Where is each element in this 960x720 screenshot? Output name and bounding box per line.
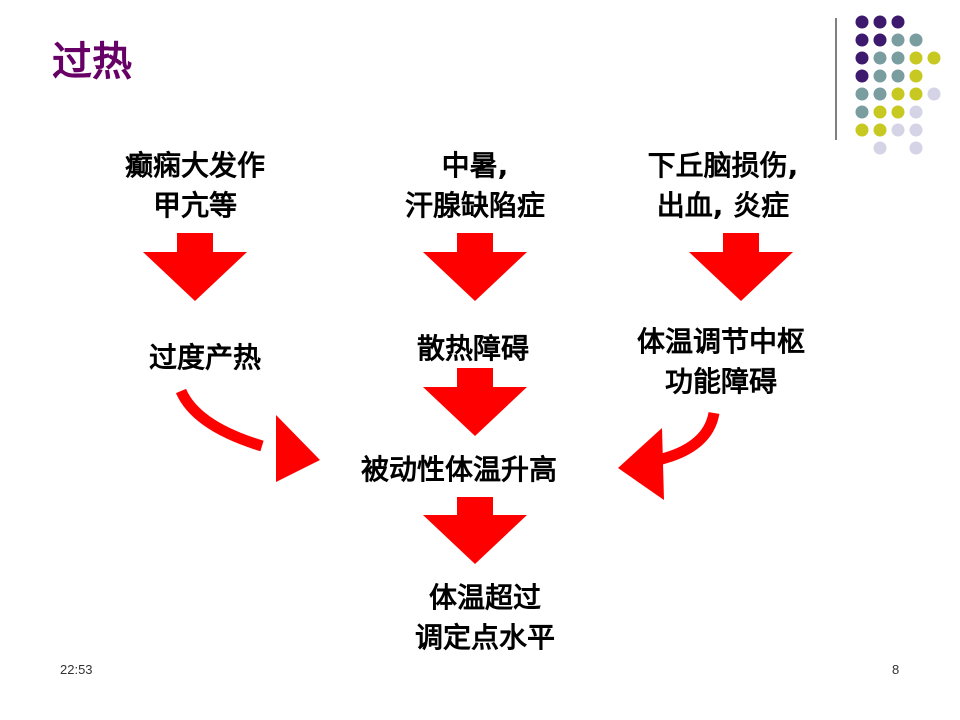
curved-arrow-left	[175, 388, 320, 482]
result-label: 被动性体温升高	[346, 450, 572, 490]
mechanism-center-line1: 散热障碍	[416, 332, 529, 365]
dot	[873, 51, 887, 65]
dot	[873, 87, 887, 101]
dot	[927, 51, 941, 65]
dot	[891, 69, 905, 83]
cause-right: 下丘脑损伤, 出血, 炎症	[628, 146, 818, 226]
slide-title: 过热	[52, 39, 132, 85]
dot	[855, 51, 869, 65]
dot	[873, 15, 887, 29]
cause-right-line2: 出血, 炎症	[656, 189, 790, 222]
dot	[909, 123, 923, 137]
outcome-line1: 体温超过	[428, 581, 541, 614]
dot	[873, 69, 887, 83]
dot	[909, 87, 923, 101]
dot	[891, 87, 905, 101]
dot	[855, 105, 869, 119]
dot	[891, 51, 905, 65]
dot	[909, 141, 923, 155]
dot	[855, 69, 869, 83]
cause-right-line1: 下丘脑损伤,	[647, 149, 799, 182]
mechanism-center: 散热障碍	[398, 329, 548, 369]
arrow-down-center	[423, 233, 527, 301]
dot	[873, 123, 887, 137]
dot	[909, 69, 923, 83]
dot	[927, 87, 941, 101]
mechanism-left: 过度产热	[130, 338, 280, 378]
dot	[873, 33, 887, 47]
cause-center-line2: 汗腺缺陷症	[404, 189, 545, 222]
decorative-dot-grid	[855, 15, 941, 155]
dot	[891, 123, 905, 137]
dot	[891, 105, 905, 119]
dot	[909, 105, 923, 119]
mechanism-right: 体温调节中枢 功能障碍	[618, 322, 824, 402]
footer-time: 22:53	[60, 662, 93, 677]
outcome-line2: 调定点水平	[414, 621, 555, 654]
arrow-down-center-2	[423, 368, 527, 436]
dot	[891, 33, 905, 47]
dot	[855, 123, 869, 137]
mechanism-left-line1: 过度产热	[148, 341, 261, 374]
dot	[909, 51, 923, 65]
dot	[855, 87, 869, 101]
dot	[873, 105, 887, 119]
cause-left-line1: 癫痫大发作	[124, 149, 265, 182]
curved-arrow-right	[618, 411, 720, 500]
cause-center: 中暑, 汗腺缺陷症	[385, 146, 565, 226]
page-number: 8	[892, 662, 900, 677]
arrow-down-center-3	[423, 497, 527, 564]
mechanism-right-line1: 体温调节中枢	[636, 325, 805, 358]
dot	[909, 33, 923, 47]
dot	[891, 15, 905, 29]
cause-left-line2: 甲亢等	[152, 189, 237, 222]
dot	[855, 15, 869, 29]
dot	[855, 33, 869, 47]
result-line1: 被动性体温升高	[360, 453, 557, 486]
arrow-down-left	[143, 233, 247, 301]
dot	[873, 141, 887, 155]
cause-center-line1: 中暑,	[441, 149, 509, 182]
outcome-label: 体温超过 调定点水平	[400, 578, 570, 658]
arrow-down-right	[689, 233, 793, 301]
cause-left: 癫痫大发作 甲亢等	[115, 146, 275, 226]
mechanism-right-line2: 功能障碍	[664, 365, 777, 398]
